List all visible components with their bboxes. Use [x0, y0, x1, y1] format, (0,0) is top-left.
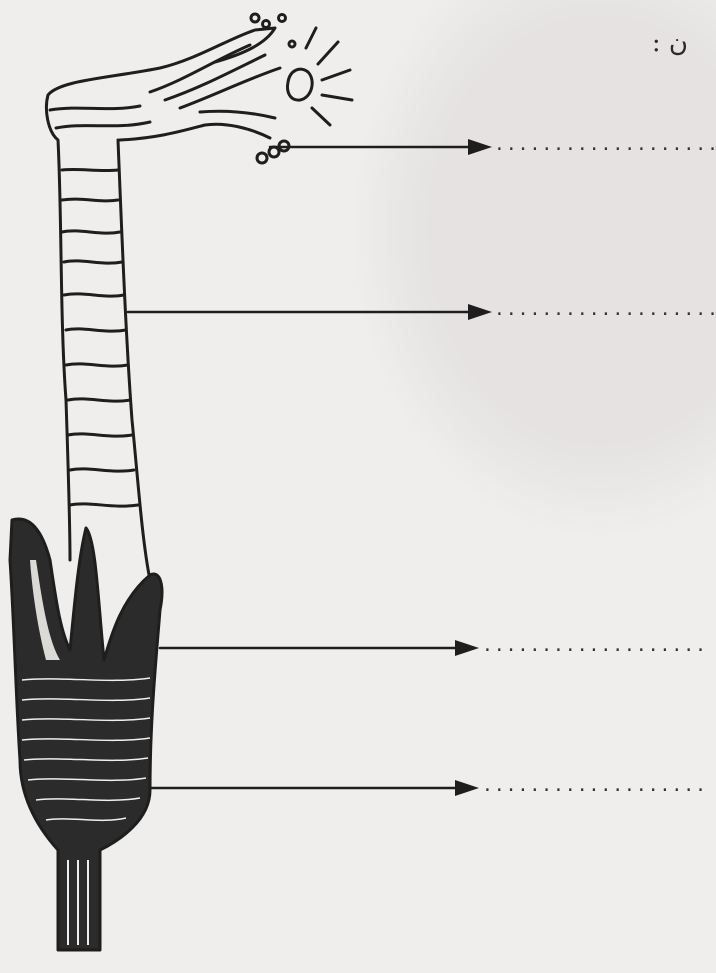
top-branch-outline: [48, 28, 275, 95]
arrowhead-1: [468, 139, 492, 155]
granule: [263, 21, 270, 28]
answer-blank-3[interactable]: .......................: [482, 635, 702, 656]
stalk-striation: [62, 199, 118, 201]
top-branch-lines: [150, 45, 280, 108]
granule: [269, 147, 279, 157]
granule: [279, 15, 286, 22]
stalk-striation: [66, 329, 126, 331]
granule: [251, 14, 259, 22]
stalk-striation: [64, 294, 124, 296]
stalk-left-edge: [46, 95, 70, 560]
arrowhead-4: [455, 780, 479, 796]
stalk-striation: [70, 504, 138, 506]
granule: [257, 153, 267, 163]
answer-blank-2[interactable]: .......................: [494, 299, 714, 320]
arrowhead-3: [455, 640, 479, 656]
arrowhead-2: [468, 304, 492, 320]
head-striation: [50, 106, 140, 110]
answer-blank-4[interactable]: .......................: [482, 775, 702, 796]
top-fingers: [120, 111, 275, 140]
stalk-striation: [68, 399, 130, 401]
stalk-right-edge: [118, 140, 150, 580]
answer-blank-1[interactable]: .......................: [494, 134, 714, 155]
basal-sheath: [10, 519, 162, 950]
head-striation: [56, 122, 150, 128]
stalk-striation: [62, 169, 118, 170]
stalk-striation: [64, 261, 122, 263]
stalk-striation: [70, 469, 134, 471]
stalk-striation: [62, 231, 120, 233]
stalk-striation: [68, 434, 132, 436]
spore-body: [288, 69, 313, 100]
stalk-striation: [66, 364, 128, 366]
spore-rays: [306, 28, 352, 125]
granule: [289, 41, 295, 47]
